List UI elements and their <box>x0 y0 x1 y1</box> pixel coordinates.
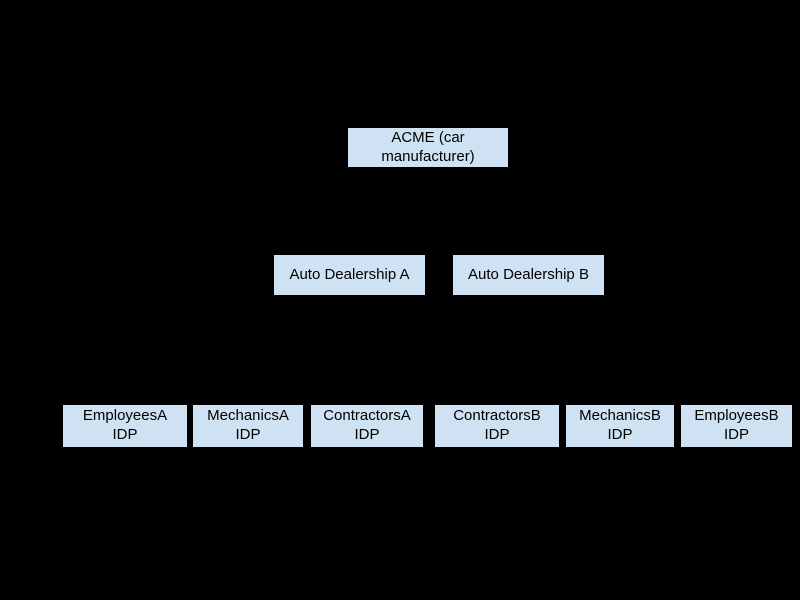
node-contractorsa-idp: ContractorsA IDP <box>311 405 423 447</box>
node-contractorsb-idp: ContractorsB IDP <box>435 405 559 447</box>
node-acme: ACME (car manufacturer) <box>348 128 508 167</box>
node-mechanicsa-idp: MechanicsA IDP <box>193 405 303 447</box>
node-employeesa-idp: EmployeesA IDP <box>63 405 187 447</box>
node-auto-dealership-a: Auto Dealership A <box>274 255 425 295</box>
node-mechanicsb-idp: MechanicsB IDP <box>566 405 674 447</box>
node-auto-dealership-b: Auto Dealership B <box>453 255 604 295</box>
node-employeesb-idp: EmployeesB IDP <box>681 405 792 447</box>
